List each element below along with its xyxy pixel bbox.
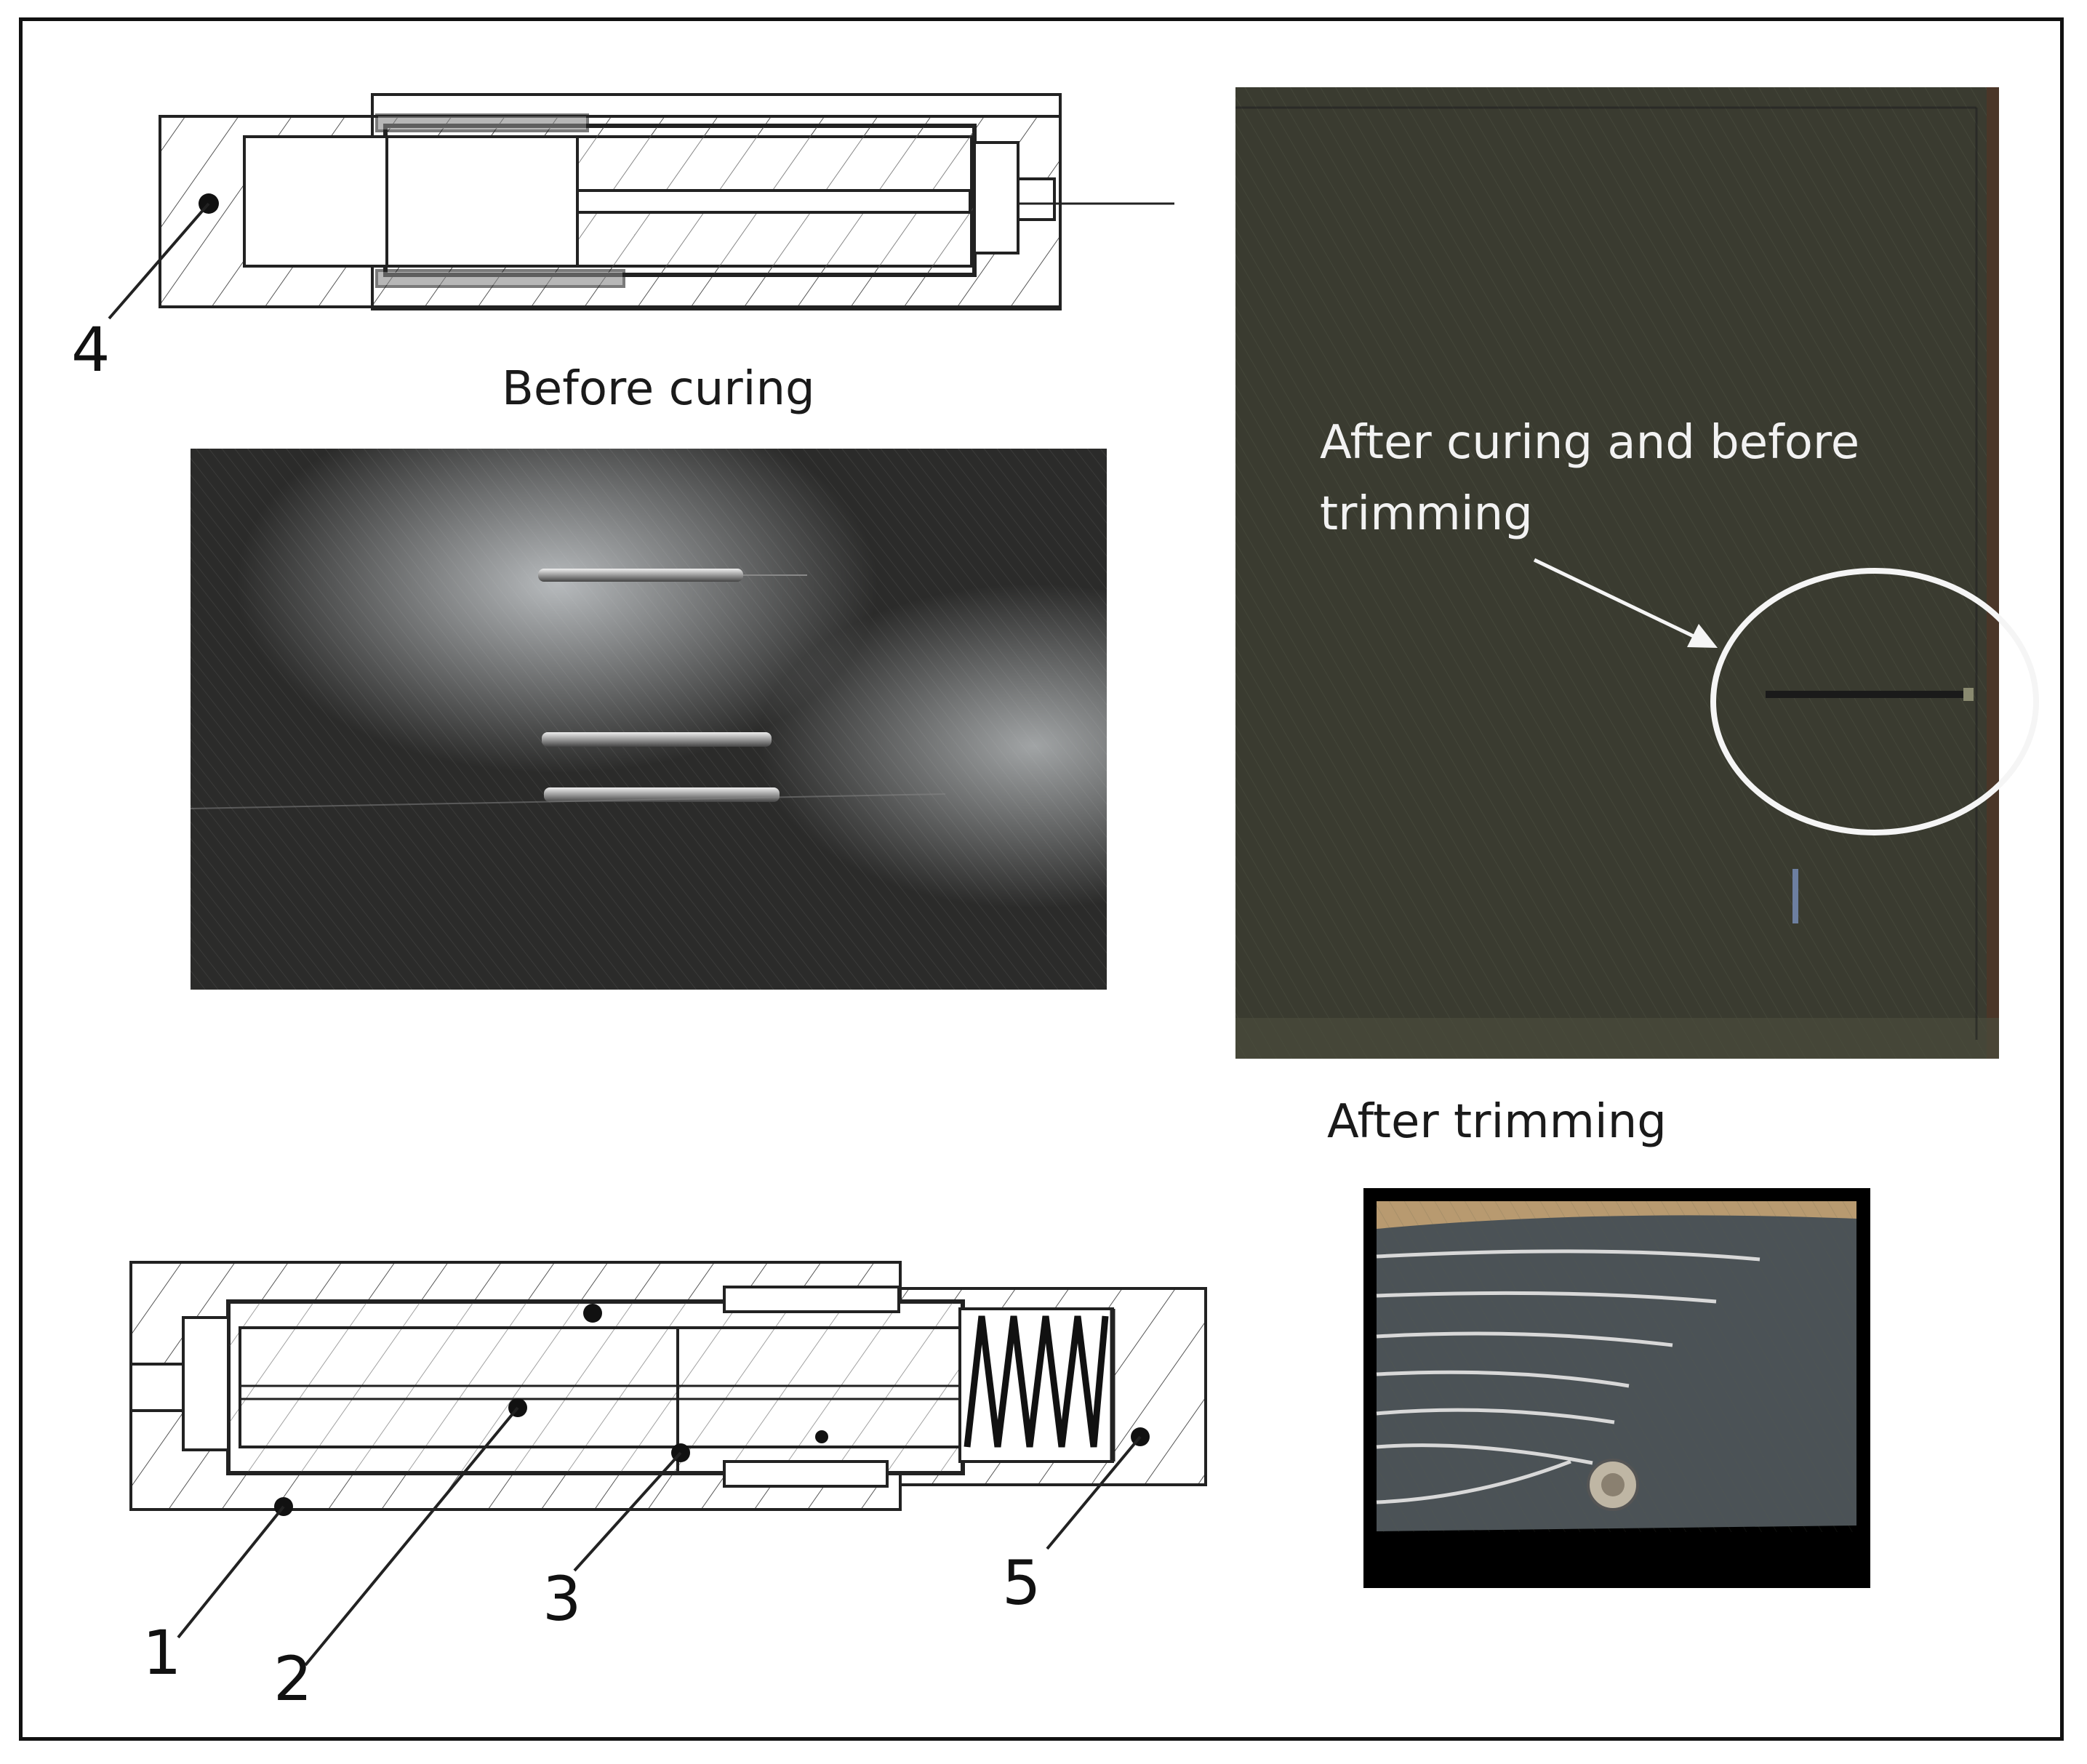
part-label-3: 3 bbox=[542, 1563, 581, 1635]
part-label-5: 5 bbox=[1002, 1547, 1041, 1619]
photo-after-trimming bbox=[1363, 1188, 1870, 1588]
highlight-circle bbox=[1710, 568, 2039, 835]
insert-pins bbox=[190, 569, 946, 809]
part-label-4: 4 bbox=[71, 314, 110, 385]
caption-before-curing: Before curing bbox=[502, 362, 815, 416]
photo-before-curing bbox=[190, 449, 1107, 990]
caption-after-curing-line2: trimming bbox=[1320, 487, 1533, 541]
bottom-cross-section-drawing bbox=[129, 1261, 1207, 1667]
ply-lines bbox=[1376, 1249, 1760, 1504]
top-cross-section-drawing bbox=[108, 93, 1174, 320]
part-label-2: 2 bbox=[273, 1643, 312, 1715]
figure-border bbox=[19, 17, 2064, 1741]
part-label-1: 1 bbox=[143, 1617, 181, 1688]
caption-after-curing-line1: After curing and before bbox=[1320, 416, 1859, 470]
photo-after-curing bbox=[1235, 87, 2039, 1059]
annotation-arrow bbox=[1533, 558, 1712, 646]
caption-after-trimming: After trimming bbox=[1327, 1095, 1667, 1149]
